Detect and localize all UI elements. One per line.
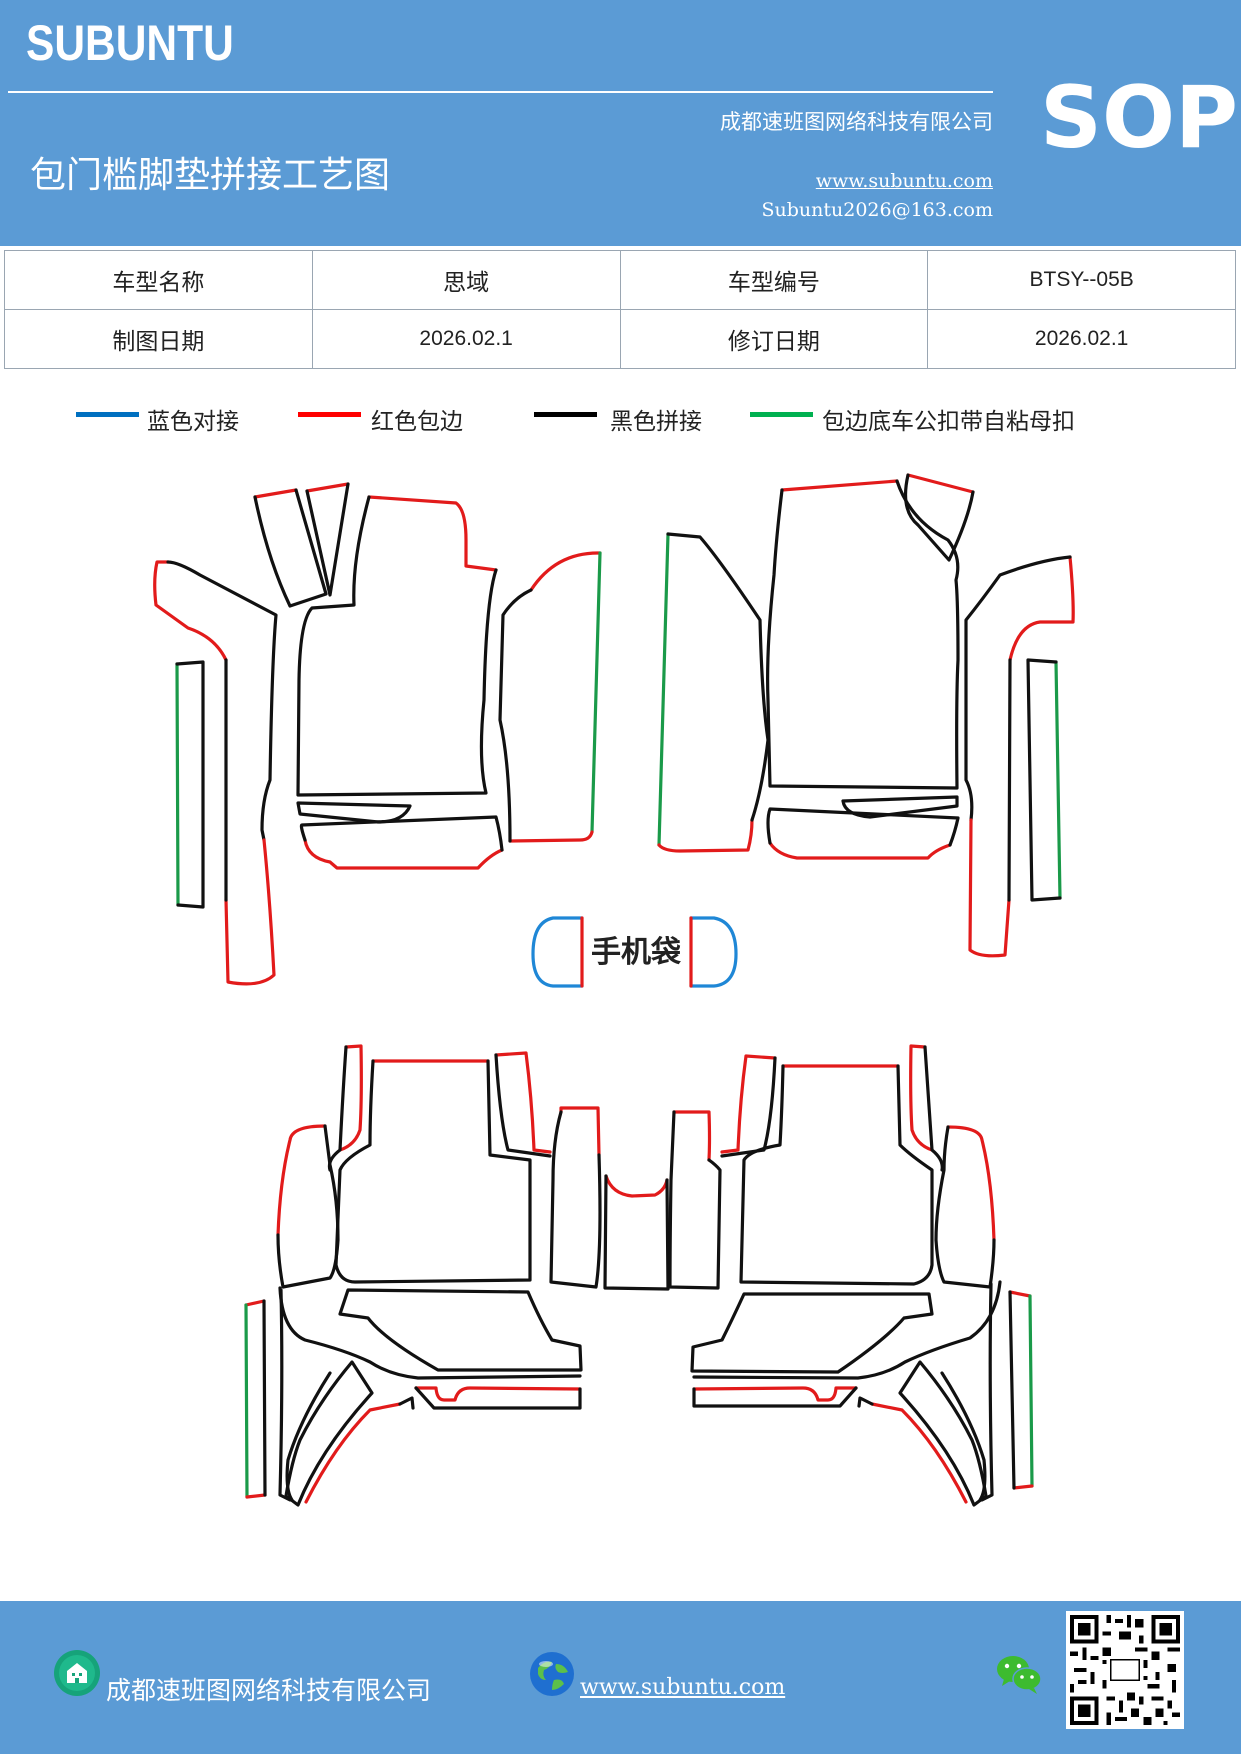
model-code-value: BTSY--05B [927, 250, 1236, 310]
header-company: 成都速班图网络科技有限公司 [720, 110, 993, 134]
phone-pocket-diagram: 手机袋 [531, 916, 738, 988]
qr-code [1066, 1611, 1184, 1729]
globe-icon [530, 1652, 574, 1696]
footer-website-link[interactable]: www.subuntu.com [580, 1675, 786, 1700]
legend-label: 蓝色对接 [147, 409, 239, 435]
revise-date-label: 修订日期 [619, 309, 929, 369]
phone-pocket-label: 手机袋 [591, 935, 681, 970]
revise-date-value: 2026.02.1 [927, 309, 1236, 369]
model-name-label: 车型名称 [4, 250, 313, 310]
brand-logo: SUBUNTU [26, 15, 234, 71]
draw-date-label: 制图日期 [4, 309, 313, 369]
legend-swatch-blue [76, 412, 139, 417]
mat-splicing-diagram: .k { stroke:#111; } .r { stroke:#e21b1b;… [153, 473, 1075, 1507]
table-row: 车型名称 思域 车型编号 BTSY--05B [4, 250, 1236, 310]
table-row: 制图日期 2026.02.1 修订日期 2026.02.1 [4, 309, 1236, 369]
header-website-link[interactable]: www.subuntu.com [815, 170, 993, 192]
header-divider [8, 91, 993, 93]
sop-label: SOP [1040, 68, 1239, 168]
rear-right-mat-group [690, 1044, 1034, 1507]
wechat-icon[interactable] [996, 1653, 1042, 1695]
front-right-mat-group [657, 473, 1075, 958]
legend-swatch-green [750, 412, 813, 417]
front-left-mat-group [153, 482, 602, 986]
header-email[interactable]: Subuntu2026@163.com [761, 199, 993, 221]
legend-swatch-red [298, 412, 361, 417]
page-title: 包门槛脚垫拼接工艺图 [30, 155, 391, 196]
legend-swatch-black [534, 412, 597, 417]
rear-left-mat-group [244, 1044, 722, 1507]
model-name-value: 思域 [311, 250, 621, 310]
building-icon [54, 1650, 100, 1696]
footer: 成都速班图网络科技有限公司 www.subuntu.com [0, 1601, 1241, 1754]
header: SUBUNTU SOP 包门槛脚垫拼接工艺图 成都速班图网络科技有限公司 www… [0, 0, 1241, 246]
legend-label: 黑色拼接 [610, 409, 702, 435]
draw-date-value: 2026.02.1 [311, 309, 621, 369]
legend-label: 红色包边 [371, 409, 463, 435]
vehicle-info-table: 车型名称 思域 车型编号 BTSY--05B 制图日期 2026.02.1 修订… [4, 250, 1236, 369]
model-code-label: 车型编号 [619, 250, 929, 310]
legend-label: 包边底车公扣带自粘母扣 [822, 409, 1075, 435]
footer-company: 成都速班图网络科技有限公司 [106, 1676, 432, 1705]
